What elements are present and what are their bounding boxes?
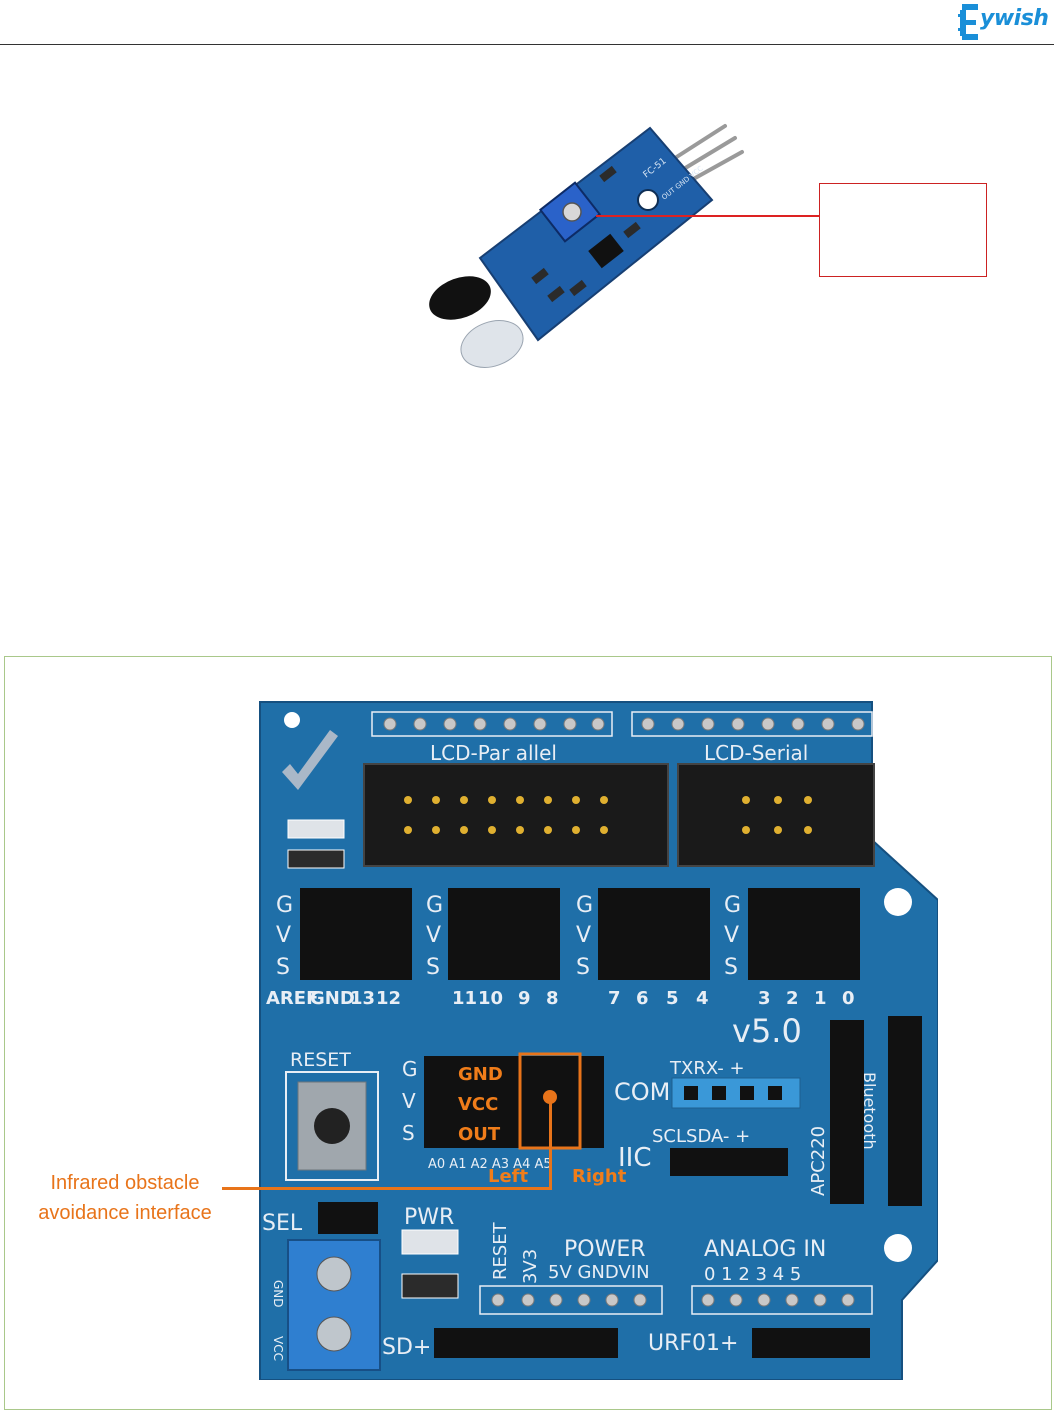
vcc-vertical-label: VCC [271, 1336, 285, 1361]
digital-label-5: 5 [666, 988, 679, 1009]
sd-header [434, 1328, 618, 1358]
digital-label-13: 13 [350, 988, 375, 1009]
sel-jumper [318, 1202, 378, 1234]
digital-label-gnd: GND [310, 988, 355, 1009]
gvs-g-label: G [576, 893, 593, 918]
analog-gvs-block [424, 1056, 604, 1148]
overlay-gnd-label: GND [458, 1064, 503, 1085]
gvs-header-blocks [300, 888, 860, 980]
annotation-line1: Infrared obstacle [50, 1172, 200, 1194]
sensor-shield-board-image: LCD-Par allel LCD-Serial G V S G V S G V… [259, 701, 938, 1380]
analog-number-labels: 0 1 2 3 4 5 [704, 1264, 801, 1285]
digital-label-6: 6 [636, 988, 649, 1009]
reset-button [314, 1108, 350, 1144]
3v3-vertical-label: 3V3 [520, 1249, 541, 1284]
gvs-v-label: V [724, 923, 739, 948]
version-label: v5.0 [732, 1012, 802, 1050]
power-pin-labels: 5V GNDVIN [548, 1262, 650, 1283]
power-label: POWER [564, 1237, 646, 1262]
annotation-vertical-line [549, 1096, 552, 1190]
left-label: Left [488, 1166, 529, 1187]
check-mark-icon [282, 730, 338, 790]
gvs-v-label: V [402, 1089, 416, 1113]
callout-leader-line [596, 215, 820, 217]
infrared-annotation: Infrared obstacle avoidance interface [20, 1168, 230, 1228]
digital-label-11: 11 [452, 988, 477, 1009]
gvs-g-label: G [426, 893, 443, 918]
ir-sensor-module-image: FC-51 OUT GND VCC [429, 124, 744, 368]
gvs-v-label: V [276, 923, 291, 948]
digital-label-3: 3 [758, 988, 771, 1009]
digital-label-2: 2 [786, 988, 799, 1009]
urf01-label: URF01+ [648, 1331, 738, 1356]
digital-label-1: 1 [814, 988, 827, 1009]
reset-vertical-label: RESET [490, 1221, 511, 1280]
digital-label-0: 0 [842, 988, 855, 1009]
overlay-vcc-label: VCC [458, 1094, 498, 1115]
com-label: COM [614, 1078, 670, 1106]
gvs-v-label: V [576, 923, 591, 948]
urf01-header [752, 1328, 870, 1358]
gvs-g-label: G [276, 893, 293, 918]
bluetooth-header [888, 1016, 922, 1206]
gear-e-logo-icon [958, 4, 978, 40]
gvs-s-label: S [426, 955, 440, 980]
digital-label-8: 8 [546, 988, 559, 1009]
right-label: Right [572, 1166, 627, 1187]
gvs-s-label: S [724, 955, 738, 980]
analog-pin-labels: A0 A1 A2 A3 A4 A5 [428, 1157, 552, 1172]
gnd-vertical-label: GND [271, 1280, 285, 1308]
overlay-out-label: OUT [458, 1124, 501, 1145]
digital-label-aref: AREF [266, 988, 318, 1009]
lcd-parallel-label: LCD-Par allel [430, 741, 557, 765]
annotation-line [222, 1187, 552, 1190]
gvs-s-label: S [402, 1121, 415, 1145]
company-logo: ywish [958, 2, 1054, 42]
digital-label-10: 10 [478, 988, 503, 1009]
digital-label-7: 7 [608, 988, 621, 1009]
gvs-s-label: S [276, 955, 290, 980]
iic-connector [670, 1148, 788, 1176]
pwr-label: PWR [404, 1205, 454, 1230]
txrx-label: TXRX- + [669, 1058, 745, 1079]
sel-label: SEL [262, 1211, 303, 1236]
bluetooth-label: Bluetooth [860, 1072, 879, 1150]
lcd-serial-label: LCD-Serial [704, 741, 808, 765]
annotation-line2: avoidance interface [38, 1202, 212, 1224]
logo-wordmark: ywish [980, 6, 1049, 31]
iic-label: IIC [618, 1143, 652, 1173]
gvs-v-label: V [426, 923, 441, 948]
sd-label: SD+ [382, 1335, 431, 1360]
apc220-label: APC220 [808, 1126, 829, 1196]
reset-label: RESET [290, 1049, 351, 1071]
scl-sda-label: SCLSDA- + [652, 1126, 750, 1147]
gvs-g-label: G [724, 893, 741, 918]
callout-box [819, 183, 987, 277]
analog-in-label: ANALOG IN [704, 1237, 826, 1262]
gvs-s-label: S [576, 955, 590, 980]
digital-label-12: 12 [376, 988, 401, 1009]
gvs-g-label: G [402, 1057, 418, 1081]
header-divider [0, 44, 1054, 45]
digital-label-4: 4 [696, 988, 709, 1009]
shield-figure-frame [4, 656, 1052, 1410]
apc220-header [830, 1020, 864, 1204]
digital-label-9: 9 [518, 988, 531, 1009]
